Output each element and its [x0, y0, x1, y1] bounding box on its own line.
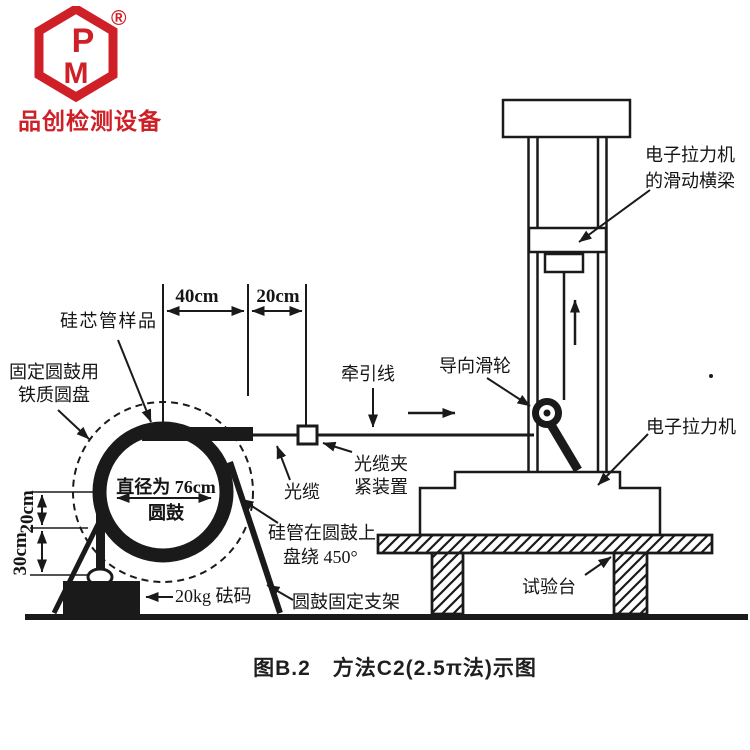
label-sample: 硅芯管样品	[60, 311, 158, 331]
label-bench: 试验台	[522, 577, 576, 597]
label-machine: 电子拉力机	[646, 417, 736, 437]
guide-pulley-group	[532, 398, 582, 473]
label-iron-disc-line2: 铁质圆盘	[18, 385, 90, 406]
label-winding-line2: 盘绕 450°	[283, 547, 358, 567]
drum	[92, 421, 253, 574]
label-clamp-line1: 光缆夹	[354, 454, 408, 474]
weight-block	[63, 581, 140, 615]
machine-pedestal	[418, 470, 662, 537]
arrow-iron-disc	[57, 409, 90, 440]
sliding-crossbeam	[527, 226, 608, 254]
label-pulley: 导向滑轮	[439, 356, 511, 376]
label-stand: 圆鼓固定支架	[292, 592, 400, 612]
label-weight: 20kg 砝码	[175, 586, 252, 606]
arrow-stand	[266, 584, 294, 601]
figure-caption: 图B.2 方法C2(2.5π法)示图	[253, 657, 537, 680]
label-drum: 圆鼓	[148, 503, 184, 523]
arrow-winding	[240, 498, 279, 524]
label-cable: 光缆	[284, 482, 320, 502]
weight-assembly	[63, 567, 140, 615]
tube-exit-band	[142, 427, 253, 441]
label-winding-line1: 硅管在圆鼓上	[268, 523, 376, 543]
brand-name: 品创检测设备	[18, 108, 162, 134]
dim-40cm: 40cm	[175, 286, 219, 307]
arrow-crossbeam	[578, 189, 651, 243]
grip-block	[543, 252, 585, 274]
label-crossbeam-line2: 的滑动横梁	[645, 171, 735, 191]
machine-top-bar	[501, 98, 632, 139]
logo-letter-p: P	[72, 22, 95, 60]
iron-disc-circle	[72, 401, 254, 583]
arrow-clamp	[322, 441, 353, 453]
arrow-sample	[117, 339, 152, 423]
label-arrows	[57, 189, 651, 602]
label-diameter: 直径为 76cm	[116, 477, 216, 497]
stray-dot	[709, 374, 713, 378]
label-iron-disc: 固定圆鼓用 铁质圆盘	[4, 361, 104, 408]
label-crossbeam-line1: 电子拉力机	[645, 145, 735, 165]
label-traction: 牵引线	[341, 364, 395, 384]
dim-vertical-30cm: 30cm	[10, 532, 32, 576]
arrow-cable	[276, 445, 291, 481]
label-clamp-line2: 紧装置	[354, 477, 408, 498]
arrow-machine	[597, 433, 649, 486]
arrow-pulley	[486, 377, 531, 407]
registered-trademark-symbol: ®	[111, 7, 127, 30]
label-iron-disc-line1: 固定圆鼓用	[9, 362, 99, 382]
label-clamp: 光缆夹 紧装置	[350, 453, 412, 500]
logo-letter-m: M	[64, 57, 89, 90]
cable-clamp-box	[296, 424, 319, 446]
test-bench	[376, 533, 714, 616]
arrow-bench	[584, 556, 612, 576]
tensile-machine-frame	[501, 98, 632, 473]
traction-line-group	[253, 408, 534, 446]
logo: P M ® 品创检测设备	[10, 4, 180, 134]
dim-vertical-20cm: 20cm	[17, 490, 39, 534]
logo-mark-icon: P M	[34, 6, 118, 102]
tube-to-weight	[96, 492, 105, 574]
dim-20cm: 20cm	[256, 286, 300, 307]
